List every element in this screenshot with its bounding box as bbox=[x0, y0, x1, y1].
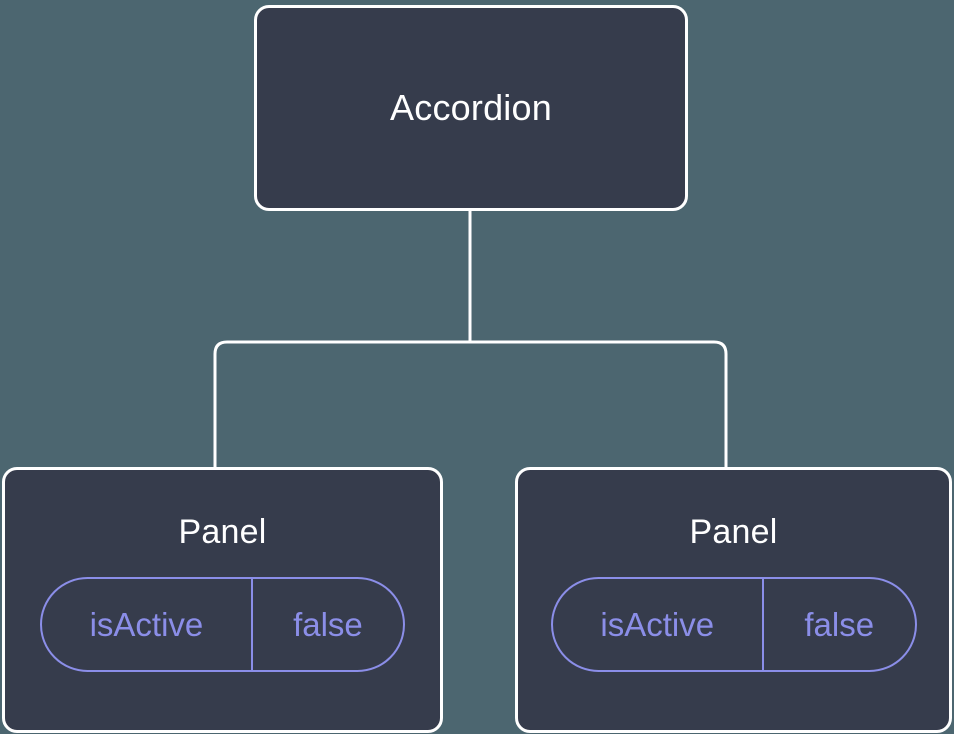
node-panel-1-title: Panel bbox=[178, 513, 267, 551]
prop-key: isActive bbox=[42, 579, 253, 671]
connector-branch-left bbox=[213, 340, 470, 469]
prop-value: false bbox=[293, 605, 363, 643]
node-accordion-title: Accordion bbox=[390, 87, 552, 129]
node-accordion[interactable]: Accordion bbox=[254, 5, 688, 211]
node-panel-2-title: Panel bbox=[689, 513, 778, 551]
connector-branch-right bbox=[470, 340, 728, 469]
prop-value: false bbox=[804, 605, 875, 643]
prop-key: isActive bbox=[553, 579, 764, 671]
prop-badge-isactive-2[interactable]: isActive false bbox=[550, 577, 917, 673]
prop-badge-isactive-1[interactable]: isActive false bbox=[40, 577, 405, 673]
node-panel-2[interactable]: Panel isActive false bbox=[515, 467, 952, 733]
node-panel-1[interactable]: Panel isActive false bbox=[2, 467, 443, 733]
